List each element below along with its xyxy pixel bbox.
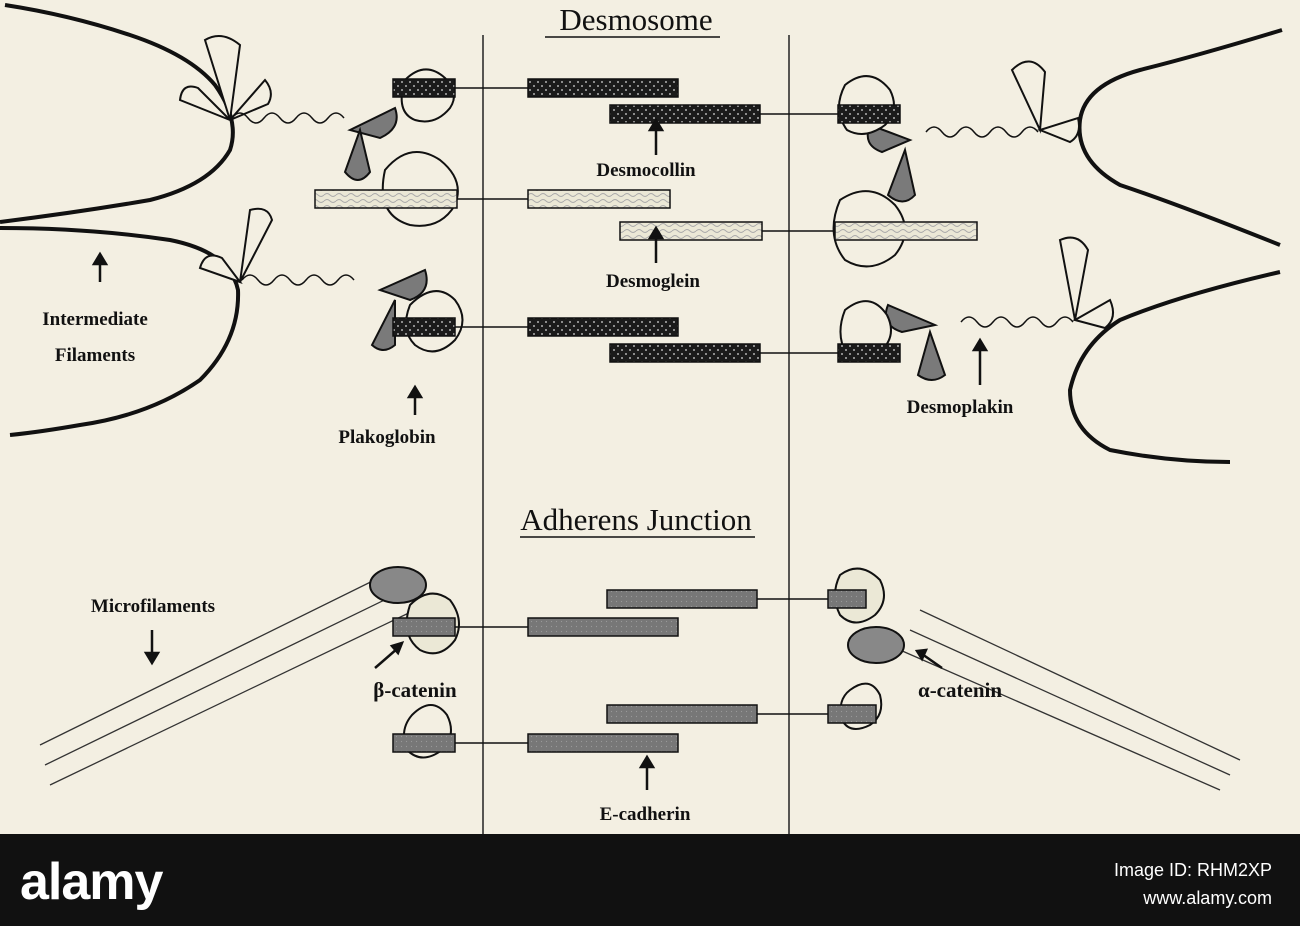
beta-catenin-label: β-catenin bbox=[373, 678, 457, 702]
microfilament-lines-right bbox=[899, 609, 1241, 791]
desmosome-title: Desmosome bbox=[559, 2, 712, 37]
plakoglobin-label: Plakoglobin bbox=[338, 427, 436, 448]
intermediate-label: Intermediate bbox=[42, 309, 148, 330]
right-plaque-top bbox=[866, 60, 1080, 203]
left-plaque-top bbox=[178, 35, 398, 181]
right-plaque-bottom bbox=[884, 236, 1115, 381]
left-cell-membrane-bottom bbox=[0, 226, 241, 437]
desmocollin-label: Desmocollin bbox=[596, 160, 696, 181]
brand-logo: alamy bbox=[20, 853, 163, 911]
right-cell-membrane-bottom bbox=[1067, 270, 1281, 464]
microfilaments-label: Microfilaments bbox=[91, 596, 215, 617]
desmoglein-label: Desmoglein bbox=[606, 271, 700, 292]
stock-footer: alamy Image ID: RHM2XP www.alamy.com bbox=[0, 834, 1300, 926]
label-arrows bbox=[91, 117, 989, 790]
microfilament-lines-left bbox=[39, 569, 416, 786]
desmoplakin-label: Desmoplakin bbox=[907, 397, 1014, 418]
desmosome-bars bbox=[314, 78, 978, 363]
cadherin-bars bbox=[392, 589, 877, 753]
e-cadherin-label: E-cadherin bbox=[600, 804, 691, 825]
adherens-title: Adherens Junction bbox=[520, 502, 752, 537]
junction-diagram: Desmosome Adherens Junction bbox=[0, 2, 1283, 834]
left-cell-membrane-top bbox=[0, 3, 235, 224]
brand-url: www.alamy.com bbox=[1143, 888, 1272, 908]
image-id: Image ID: RHM2XP bbox=[1113, 860, 1272, 880]
left-plaque-bottom bbox=[198, 207, 428, 351]
right-cell-membrane-top bbox=[1077, 28, 1283, 247]
filaments-label: Filaments bbox=[55, 345, 135, 366]
alpha-catenin-label: α-catenin bbox=[918, 678, 1002, 702]
